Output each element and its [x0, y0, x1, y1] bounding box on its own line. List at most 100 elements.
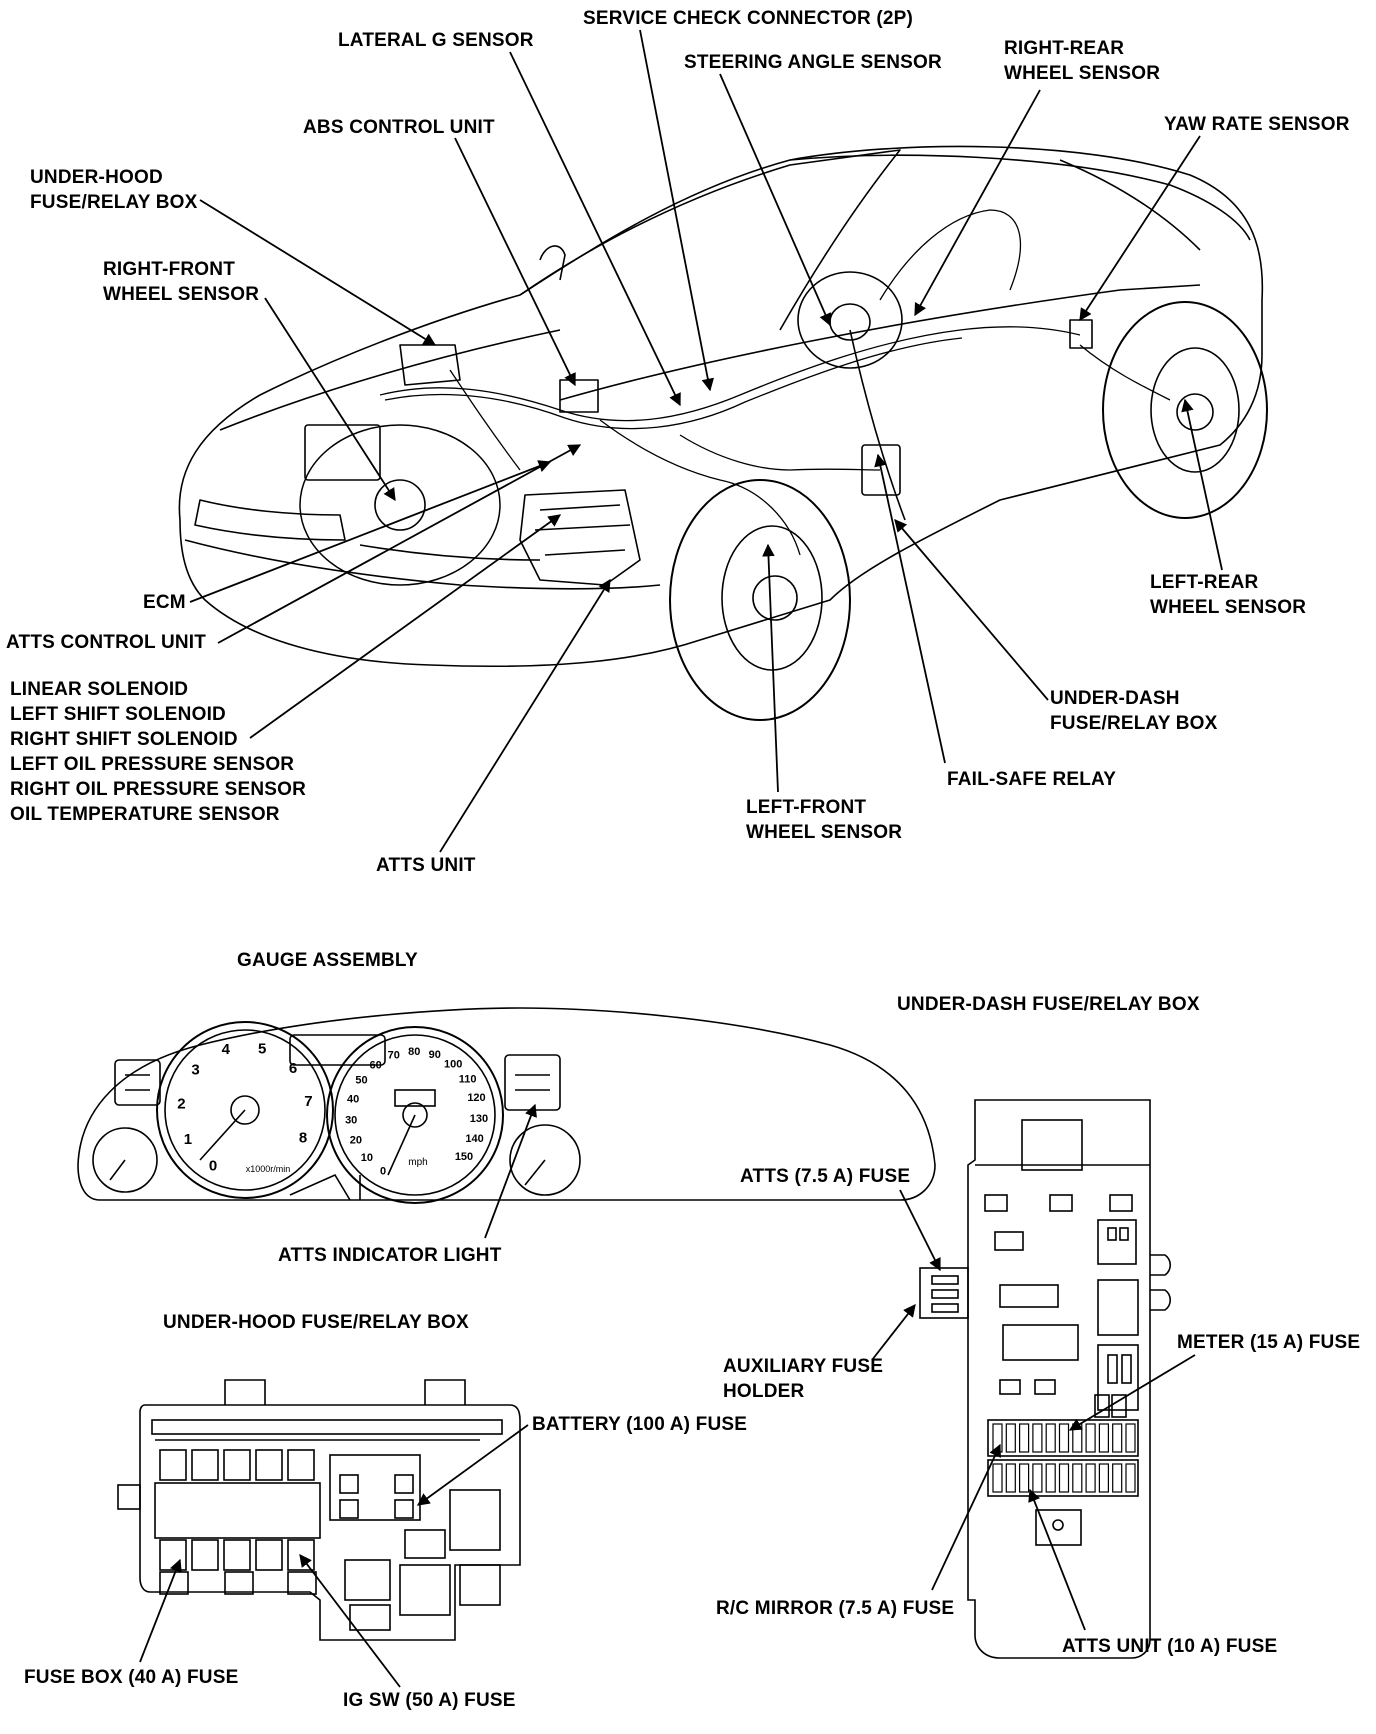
ud-fuse-cell: [1045, 1463, 1056, 1493]
tach-number: 3: [191, 1062, 199, 1079]
left-small-gauge: [92, 1127, 158, 1193]
left-front-rim: [721, 525, 823, 671]
speedo-number: 70: [388, 1050, 400, 1062]
front-bumper: [184, 539, 661, 590]
leader-fuse-box-fuse: [139, 1558, 182, 1663]
label-lateral-g-sensor: LATERAL G SENSOR: [338, 30, 534, 51]
label-atts-control-unit: ATTS CONTROL UNIT: [6, 632, 207, 653]
label-right-front-wheel-sensor: RIGHT-FRONT WHEEL SENSOR: [103, 259, 260, 305]
left-front-tire: [669, 479, 851, 721]
ud-fuse-cell: [1125, 1463, 1136, 1493]
ud-fuse-cell: [1098, 1423, 1110, 1453]
left-rear-tire: [1102, 301, 1268, 519]
leader-steering-angle-sensor: [719, 73, 832, 327]
car-body-outline: [178, 145, 1264, 668]
windshield: [519, 149, 901, 331]
ud-fuse-cell: [1018, 1423, 1030, 1453]
speedo-number: 140: [465, 1133, 483, 1145]
beltline: [559, 284, 1201, 401]
label-atts-unit: ATTS UNIT: [376, 855, 476, 876]
label-atts-indicator-light: ATTS INDICATOR LIGHT: [278, 1245, 502, 1266]
under-hood-fuse-box-drawing: [117, 1379, 521, 1641]
ud-fuse-cell: [1112, 1463, 1123, 1493]
label-atts-unit-fuse: ATTS UNIT (10 A) FUSE: [1062, 1636, 1278, 1657]
rear-window: [1059, 159, 1201, 251]
leader-ig-sw-fuse: [299, 1553, 401, 1688]
leader-service-check-connector: [639, 29, 715, 392]
right-front-wheel: [299, 424, 501, 586]
label-atts-fuse: ATTS (7.5 A) FUSE: [740, 1166, 911, 1187]
leader-left-rear-wheel-sensor: [1181, 398, 1223, 571]
label-left-rear-wheel-sensor: LEFT-REAR WHEEL SENSOR: [1150, 572, 1307, 618]
label-ig-sw-fuse: IG SW (50 A) FUSE: [343, 1690, 516, 1711]
speedo-number: 10: [361, 1152, 373, 1164]
headlight: [194, 499, 346, 541]
speedo-number: 100: [444, 1059, 462, 1071]
tach-number: 5: [258, 1041, 266, 1058]
speedo-number: 90: [429, 1049, 441, 1061]
label-meter-fuse: METER (15 A) FUSE: [1177, 1332, 1361, 1353]
label-ecm: ECM: [143, 592, 186, 613]
battery-fuse-block: [329, 1454, 421, 1521]
tach-number: 7: [304, 1093, 312, 1110]
leader-atts-control-unit: [217, 444, 582, 644]
speedo-number: 30: [345, 1114, 357, 1126]
tach-number: 2: [177, 1095, 185, 1112]
label-right-rear-wheel-sensor: RIGHT-REAR WHEEL SENSOR: [1004, 38, 1161, 84]
leader-fail-safe-relay: [874, 453, 946, 764]
speedo-number: 150: [455, 1151, 473, 1163]
leader-abs-control-unit: [454, 137, 576, 387]
leader-under-dash-fuse-relay-box: [894, 519, 1049, 701]
title-gauge-assembly: GAUGE ASSEMBLY: [237, 950, 418, 971]
gauge-lower-trim: [289, 1173, 361, 1201]
under-hood-fuse-box: [399, 344, 461, 386]
right-front-hub: [374, 479, 426, 531]
left-rear-hub: [1176, 393, 1214, 431]
leader-atts-indicator-light: [484, 1103, 537, 1239]
mirror: [539, 245, 566, 281]
speedo-number: 120: [467, 1092, 485, 1104]
ud-fuse-cell: [1045, 1423, 1056, 1453]
left-front-hub: [752, 575, 798, 621]
atts-unit-detail: [534, 504, 631, 556]
ud-fuse-cell: [1032, 1463, 1043, 1493]
title-under-dash-fuse-relay-box: UNDER-DASH FUSE/RELAY BOX: [897, 994, 1200, 1015]
battery: [304, 424, 381, 481]
leader-yaw-rate-sensor: [1079, 135, 1201, 322]
speed-needle: [387, 1114, 416, 1176]
label-service-check-connector: SERVICE CHECK CONNECTOR (2P): [583, 8, 914, 29]
tach-number: 1: [184, 1131, 192, 1148]
leader-solenoid-sensor-group: [249, 514, 562, 739]
label-under-dash-fuse-relay-box: UNDER-DASH FUSE/RELAY BOX: [1050, 688, 1218, 734]
label-solenoid-sensor-group: LINEAR SOLENOID LEFT SHIFT SOLENOID RIGH…: [10, 679, 307, 825]
speedo-number: 80: [408, 1046, 420, 1058]
ud-fuse-cell: [992, 1463, 1003, 1493]
ud-fuse-cell: [1058, 1463, 1070, 1493]
under-dash-fuse-box-drawing: [919, 1099, 1172, 1659]
tach-unit: x1000r/min: [246, 1164, 291, 1174]
leader-left-front-wheel-sensor: [762, 543, 779, 793]
tach-number: 6: [289, 1060, 297, 1077]
speedo-number: 20: [350, 1135, 362, 1147]
uh-box-outline: [139, 1404, 521, 1641]
leader-ecm: [189, 460, 552, 603]
gauge-housing: [77, 1007, 936, 1201]
label-under-hood-fuse-relay-box: UNDER-HOOD FUSE/RELAY BOX: [30, 167, 198, 213]
ud-fuse-cells: [992, 1423, 1136, 1493]
leader-atts-unit-fuse: [1028, 1488, 1086, 1631]
leader-battery-fuse: [416, 1424, 529, 1506]
gauge-assembly: [77, 1007, 936, 1204]
leader-right-front-wheel-sensor: [264, 297, 396, 502]
ud-fuse-cell: [1112, 1423, 1123, 1453]
ud-fuse-cell: [1005, 1423, 1016, 1453]
leader-atts-fuse: [899, 1189, 941, 1272]
roof-line: [789, 154, 1251, 241]
left-rear-rim: [1150, 347, 1240, 473]
label-left-front-wheel-sensor: LEFT-FRONT WHEEL SENSOR: [746, 797, 903, 843]
speedometer: [326, 1026, 504, 1204]
tach-needle: [199, 1109, 246, 1161]
steering-wheel: [797, 271, 903, 369]
speedo-unit: mph: [408, 1157, 427, 1168]
label-fuse-box-fuse: FUSE BOX (40 A) FUSE: [24, 1667, 239, 1688]
